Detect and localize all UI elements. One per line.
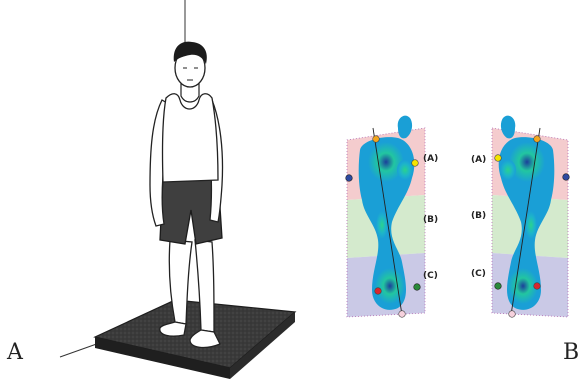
left-zone-c-label: (C) <box>423 271 438 281</box>
tank-top <box>162 94 218 182</box>
panel-label-b: B <box>563 340 579 365</box>
left-marker-blue <box>346 175 353 182</box>
right-marker-green <box>495 283 502 290</box>
panel-label-a: A <box>7 340 23 365</box>
right-zone-b-label: (B) <box>471 211 486 221</box>
right-marker-blue <box>563 174 570 181</box>
panel-a-illustration <box>60 0 295 379</box>
left-marker-red <box>375 288 382 295</box>
head <box>174 42 207 87</box>
left-marker-orange-top <box>373 136 380 143</box>
left-marker-green <box>414 284 421 291</box>
left-foot-map: (A) (B) (C) <box>346 116 439 318</box>
left-marker-yellow <box>412 160 419 167</box>
right-marker-orange-top <box>534 136 541 143</box>
left-zone-b-label: (B) <box>423 215 438 225</box>
left-zone-a-label: (A) <box>423 154 438 164</box>
right-marker-yellow <box>495 155 502 162</box>
right-zone-a-label: (A) <box>471 155 486 165</box>
right-zone-c-label: (C) <box>471 269 486 279</box>
right-marker-red <box>534 283 541 290</box>
left-marker-pink-bottom <box>399 311 406 318</box>
right-marker-pink-bottom <box>509 311 516 318</box>
right-foot-map: (A) (B) (C) <box>471 116 569 318</box>
